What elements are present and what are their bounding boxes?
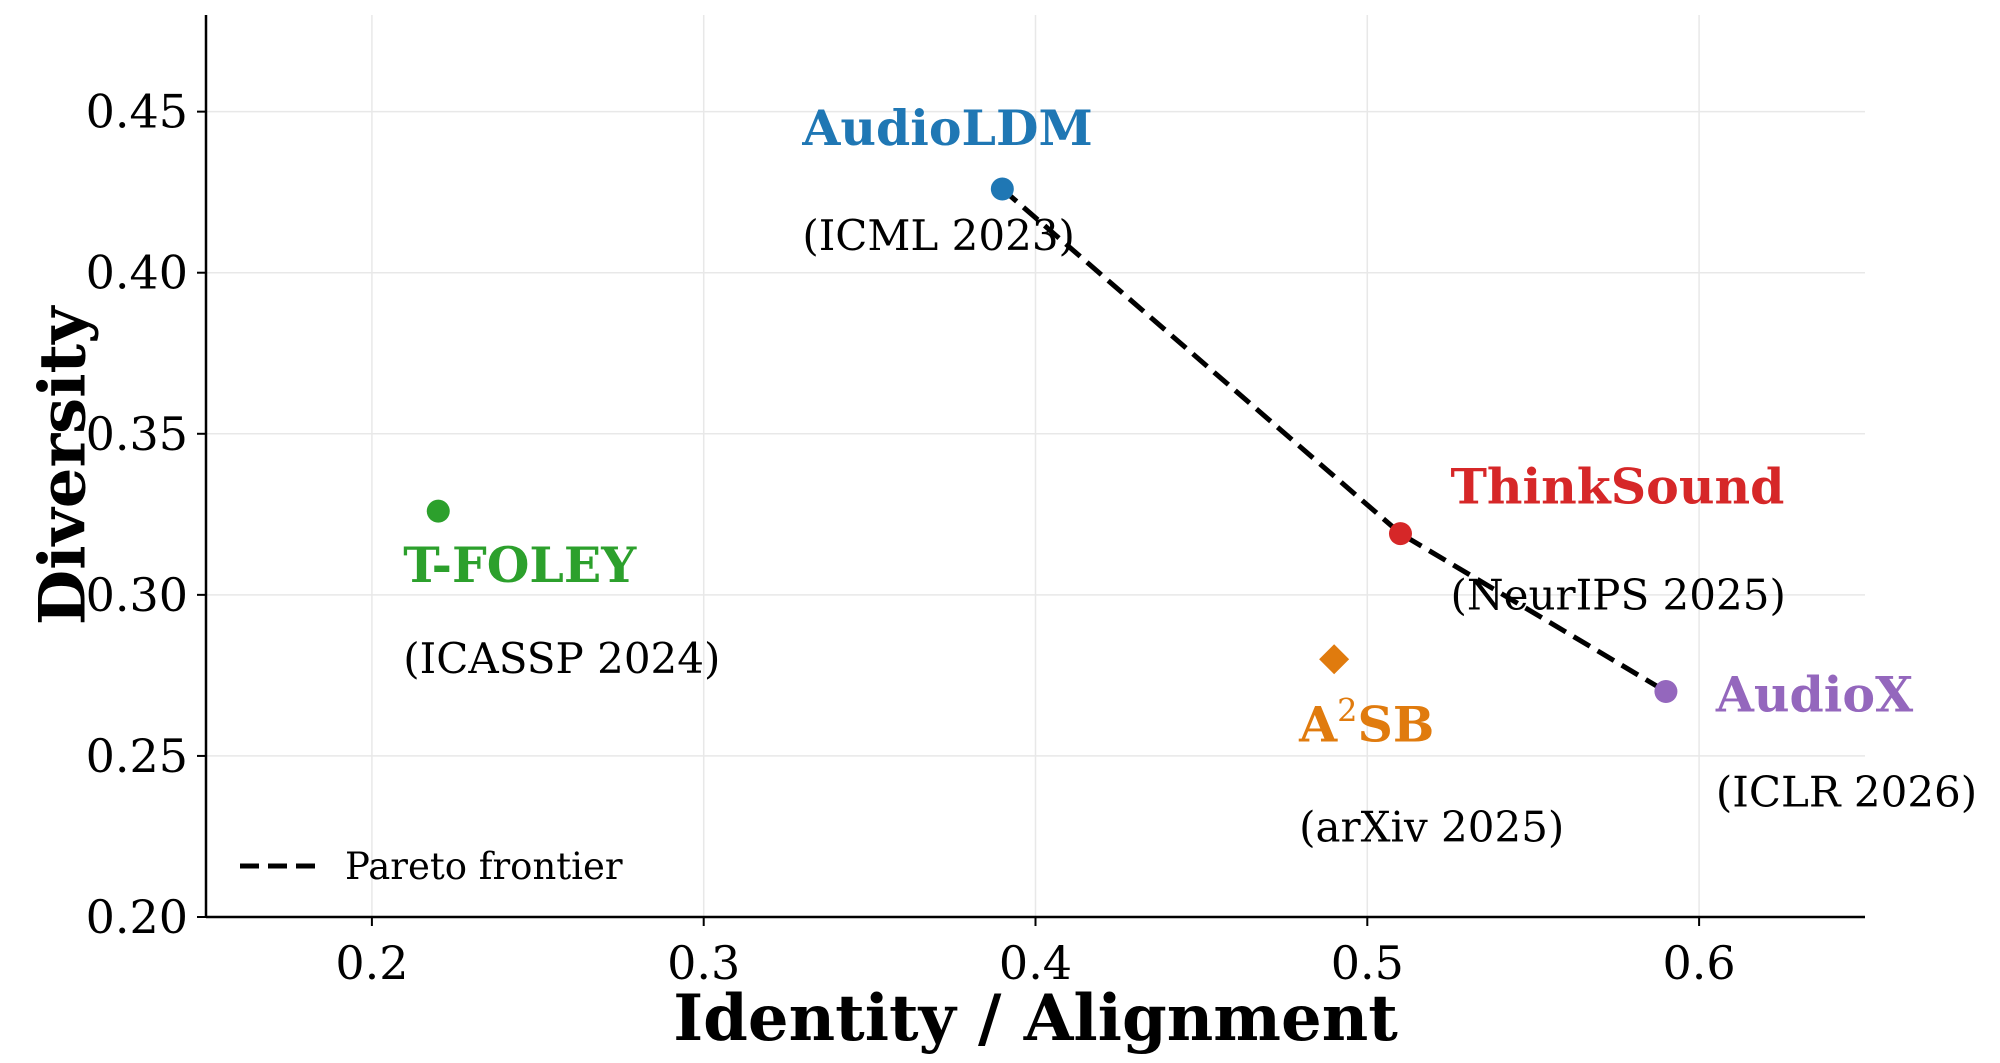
- data-points: [426, 177, 1678, 703]
- venue-label: (ICML 2023): [802, 211, 1075, 260]
- data-point: [426, 499, 450, 523]
- venue-label: (ICLR 2026): [1716, 768, 1977, 817]
- x-ticks: 0.2 0.3 0.4 0.5 0.6: [335, 917, 1736, 990]
- model-name-label: A2SB: [1298, 691, 1434, 753]
- legend-label: Pareto frontier: [345, 845, 623, 888]
- model-name-label: T-FOLEY: [403, 536, 637, 594]
- y-ticks: 0.20 0.25 0.30 0.35 0.40 0.45: [86, 85, 206, 944]
- y-tick-label: 0.40: [86, 246, 188, 300]
- pareto-frontier-line: [1000, 187, 1668, 694]
- venue-label: (ICASSP 2024): [403, 634, 720, 683]
- x-tick-label: 0.2: [335, 936, 408, 990]
- y-tick-label: 0.25: [86, 729, 188, 783]
- data-point: [990, 177, 1014, 201]
- y-tick-label: 0.45: [86, 85, 188, 139]
- y-axis-title: Diversity: [25, 305, 100, 625]
- legend: Pareto frontier: [240, 845, 623, 888]
- venue-label: (NeurIPS 2025): [1450, 571, 1785, 620]
- model-name-label: AudioLDM: [801, 99, 1092, 157]
- x-tick-label: 0.3: [667, 936, 740, 990]
- y-tick-label: 0.35: [86, 407, 188, 461]
- point-labels: AudioLDM (ICML 2023) T-FOLEY (ICASSP 2024) T…: [403, 99, 1977, 851]
- venue-label: (arXiv 2025): [1299, 802, 1564, 851]
- x-axis-title: Identity / Alignment: [673, 981, 1398, 1056]
- model-name-label: AudioX: [1715, 666, 1913, 724]
- data-point: [1654, 680, 1678, 703]
- y-tick-label: 0.20: [86, 890, 188, 944]
- y-tick-label: 0.30: [86, 568, 188, 622]
- x-tick-label: 0.5: [1331, 936, 1404, 990]
- model-name-label: ThinkSound: [1450, 458, 1784, 516]
- pareto-frontier: [1000, 187, 1668, 694]
- x-tick-label: 0.4: [999, 936, 1072, 990]
- data-point: [1388, 522, 1412, 546]
- x-tick-label: 0.6: [1663, 936, 1736, 990]
- data-point: [1319, 644, 1350, 675]
